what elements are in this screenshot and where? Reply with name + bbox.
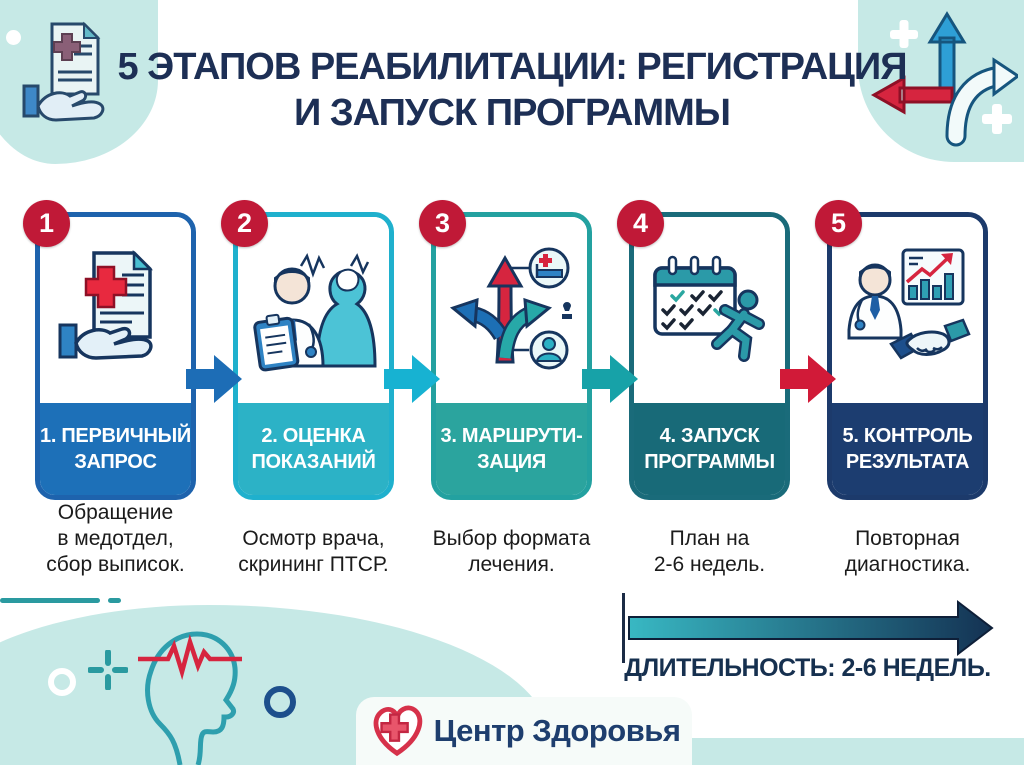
page-title-line2: И ЗАПУСК ПРОГРАММЫ bbox=[294, 92, 731, 134]
timeline-arrow bbox=[628, 599, 994, 657]
step-card-2: 2 bbox=[221, 200, 394, 500]
dot-decoration bbox=[6, 30, 21, 45]
step-number-badge: 2 bbox=[221, 200, 268, 247]
doctor-assessment-icon bbox=[252, 253, 377, 372]
step-card-1: 1 1. ПЕРВИЧНЫЙ ЗАПРОС bbox=[23, 200, 196, 500]
dash-line-decoration bbox=[0, 598, 100, 603]
step-description-2: Осмотр врача,скрининг ПТСР. bbox=[238, 527, 389, 576]
step-label: 2. ОЦЕНКА ПОКАЗАНИЙ bbox=[238, 403, 389, 495]
circle-decoration-navy bbox=[264, 686, 296, 718]
step-number-badge: 5 bbox=[815, 200, 862, 247]
logo: Центр Здоровья bbox=[356, 697, 692, 765]
step-label: 5. КОНТРОЛЬ РЕЗУЛЬТАТА bbox=[832, 403, 983, 495]
handshake bbox=[888, 318, 971, 360]
step-label: 1. ПЕРВИЧНЫЙ ЗАПРОС bbox=[40, 403, 191, 495]
step-card-5: 5 bbox=[815, 200, 988, 500]
timeline-tick bbox=[622, 593, 625, 663]
step-card-3: 3 bbox=[419, 200, 592, 500]
hand-document-corner-icon bbox=[22, 21, 105, 122]
step-label: 3. МАРШРУТИ- ЗАЦИЯ bbox=[436, 403, 587, 495]
plus-icon bbox=[890, 20, 1012, 134]
step-number-badge: 1 bbox=[23, 200, 70, 247]
circle-decoration-white bbox=[48, 668, 76, 696]
direction-arrows-corner-icon bbox=[870, 11, 1018, 147]
connector-arrow-2 bbox=[384, 355, 440, 403]
connector-arrow-4 bbox=[780, 355, 836, 403]
plus-icon bbox=[88, 650, 128, 690]
step-card-4: 4 bbox=[617, 200, 790, 500]
curved-arrow bbox=[945, 57, 1018, 147]
heart-cross-icon bbox=[373, 705, 422, 757]
timeline-label: ДЛИТЕЛЬНОСТЬ: 2-6 НЕДЕЛЬ. bbox=[624, 654, 991, 682]
head-profile-icon bbox=[138, 631, 242, 765]
page-title: 5 ЭТАПОВ РЕАБИЛИТАЦИИ: РЕГИСТРАЦИЯ И ЗАП… bbox=[0, 44, 1024, 136]
dash-decoration bbox=[108, 598, 121, 603]
runner-figure bbox=[710, 289, 765, 362]
step-label: 4. ЗАПУСК ПРОГРАММЫ bbox=[634, 403, 785, 495]
step-number-badge: 3 bbox=[419, 200, 466, 247]
connector-arrow-1 bbox=[186, 355, 242, 403]
step-number-badge: 4 bbox=[617, 200, 664, 247]
ekg-line bbox=[138, 634, 242, 681]
page-title-line1: 5 ЭТАПОВ РЕАБИЛИТАЦИИ: РЕГИСТРАЦИЯ bbox=[117, 46, 907, 88]
connector-arrow-3 bbox=[582, 355, 638, 403]
doctor-handshake-icon bbox=[847, 248, 971, 360]
hand-document-icon bbox=[58, 249, 153, 360]
calendar-runner-icon bbox=[652, 255, 765, 362]
routing-arrows-icon bbox=[449, 247, 572, 370]
logo-text: Центр Здоровья bbox=[433, 713, 681, 748]
